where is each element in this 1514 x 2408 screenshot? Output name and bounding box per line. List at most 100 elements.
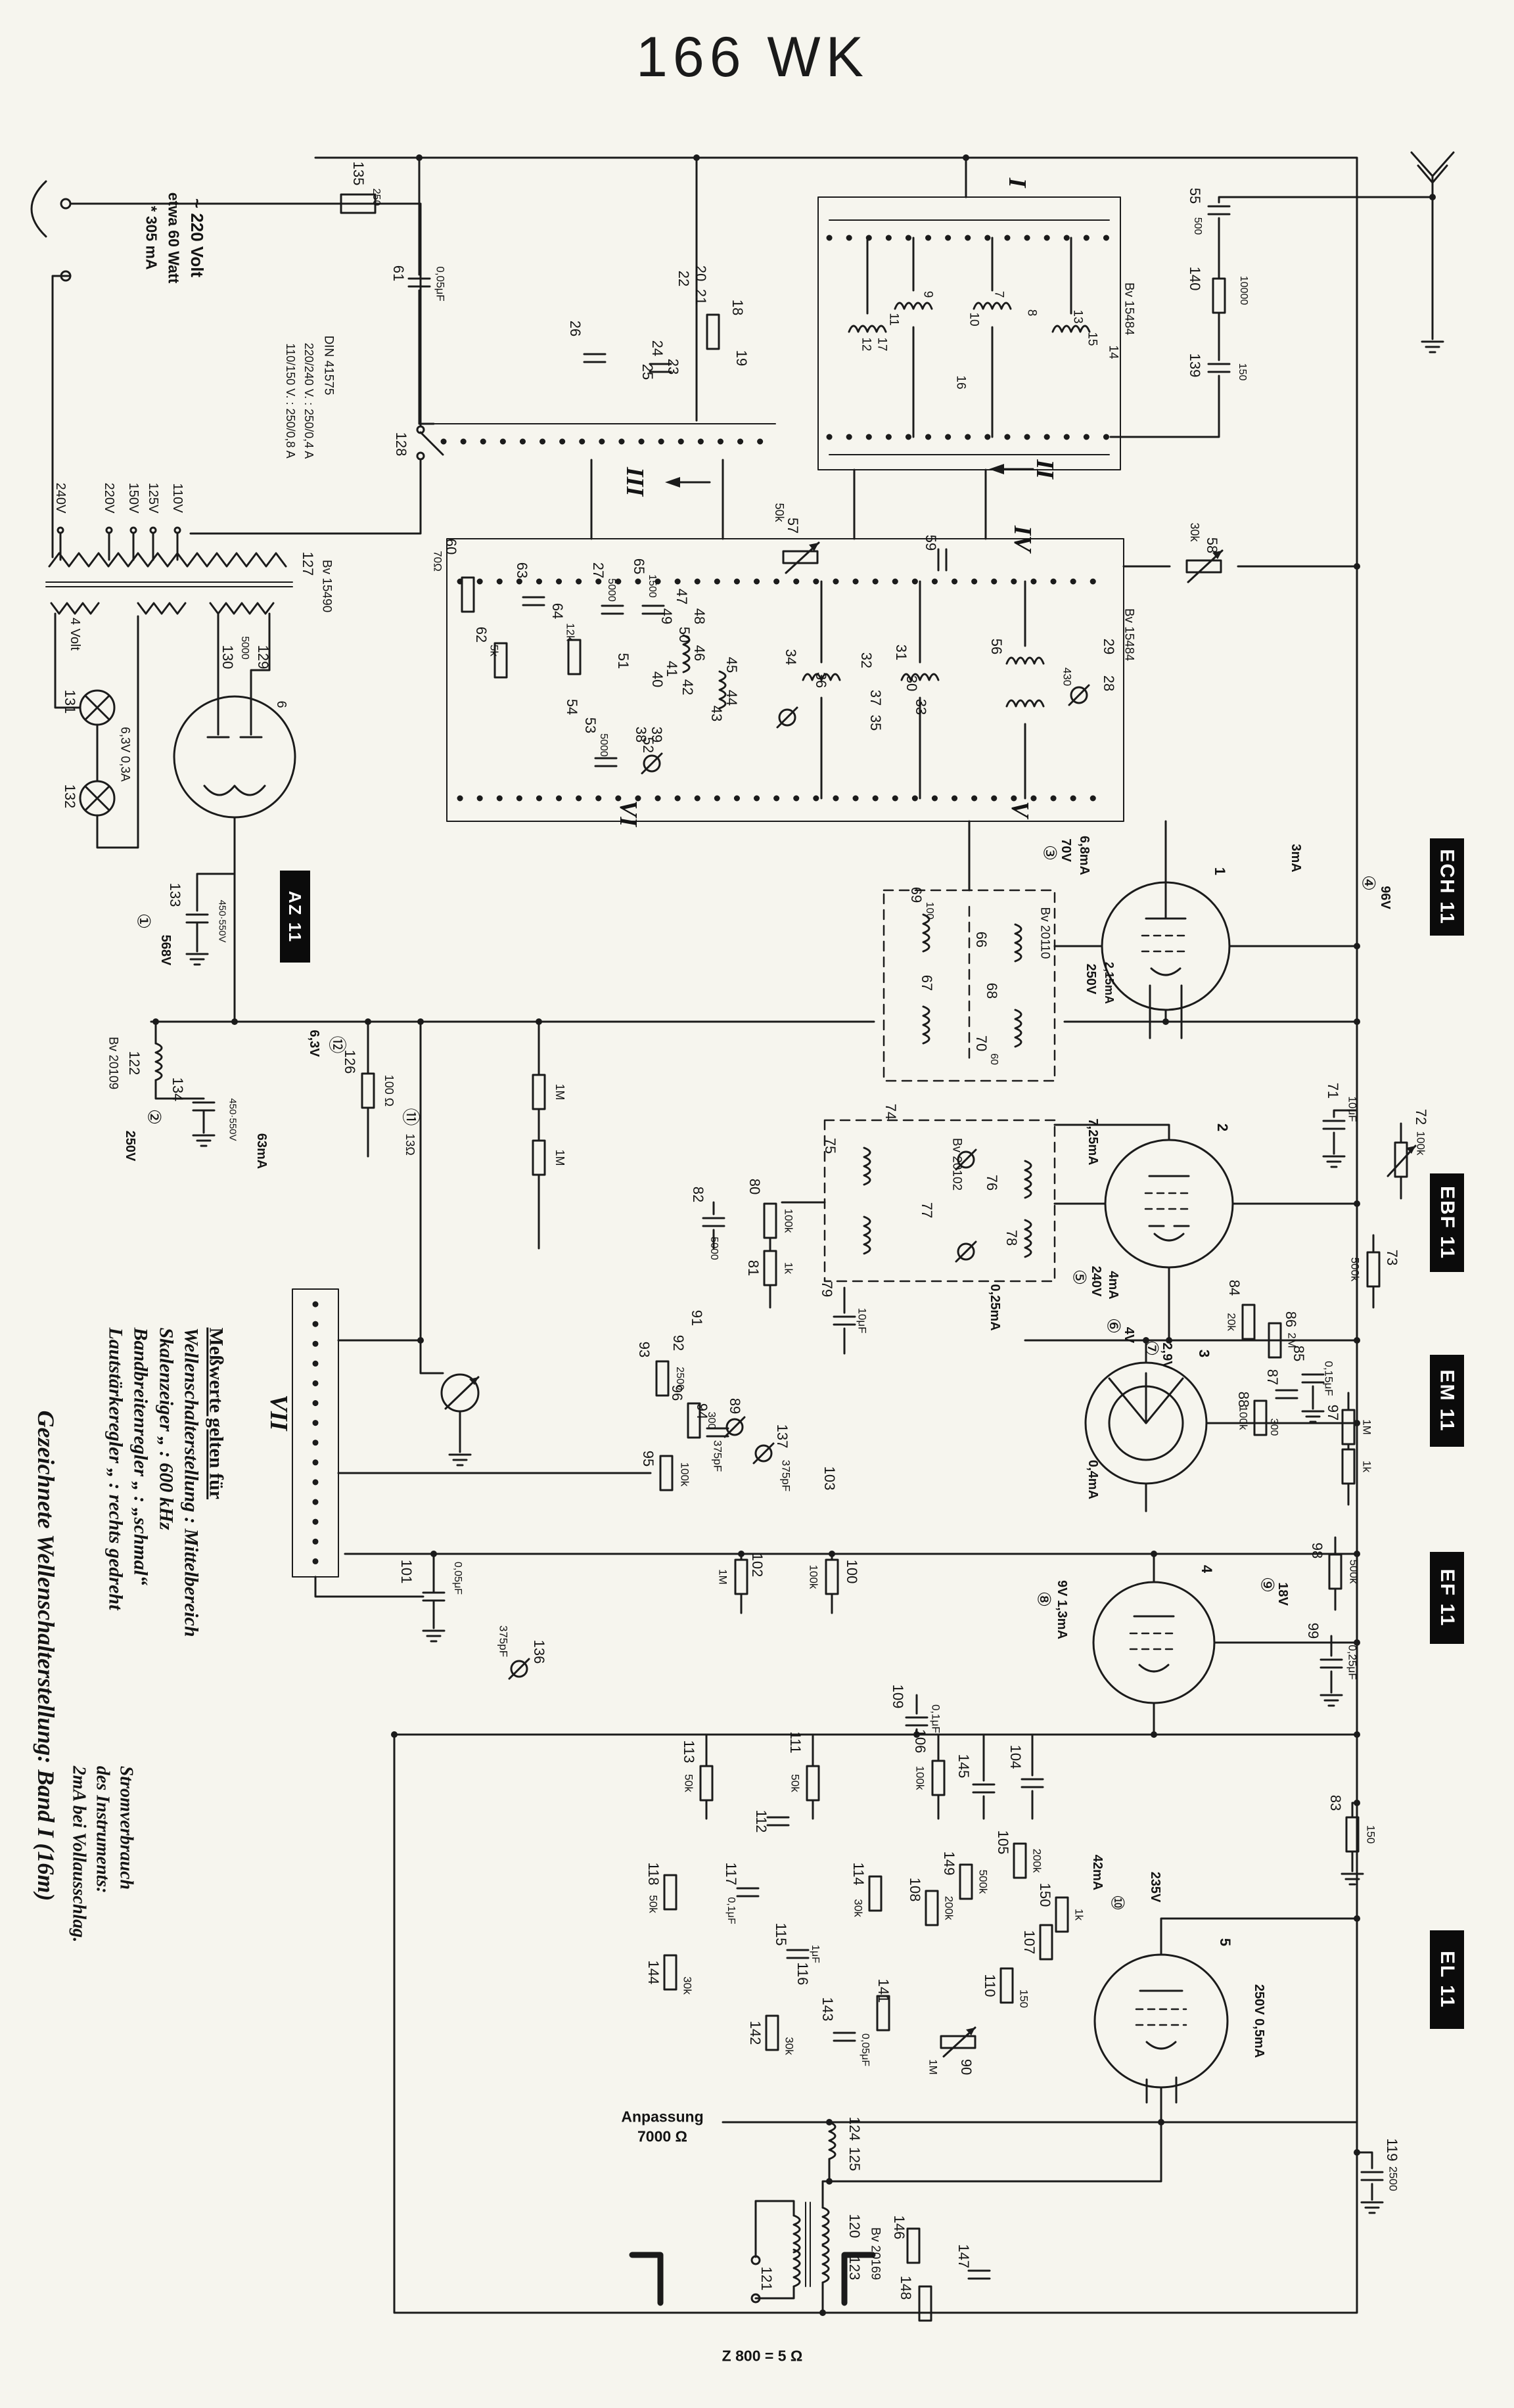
schematic-label: DIN 41575 [321,335,336,396]
schematic-label: 18V [1275,1582,1290,1606]
note-line: Gezeichnete Wellenschalterstellung: Band… [33,1410,60,1901]
schematic-label: 58 [1204,537,1220,554]
schematic-label: 143 [819,1997,836,2022]
schematic-label: 150 [1237,363,1248,381]
schematic-label: 80 [746,1178,763,1195]
schematic-label: 60 [988,1053,999,1065]
schematic-label: 74 [883,1103,899,1120]
schematic-label: 67 [919,974,935,991]
schematic-label: 110/150 V. : 250/0,8 A [284,343,297,459]
schematic-label: 105 [995,1830,1011,1855]
schematic-label: Anpassung [621,2108,704,2125]
schematic-label: 0,05μF [452,1561,463,1595]
schematic-label: 89 [727,1397,743,1415]
schematic-label: 375pF [711,1440,724,1472]
schematic-label: 30k [681,1976,694,1995]
schematic-label: ④ [1358,875,1379,892]
schematic-label: 128 [393,432,409,457]
tube-tag-ef11: EF 11 [1430,1552,1464,1644]
schematic-label: 95 [640,1450,656,1467]
schematic-label: 145 [955,1754,972,1779]
schematic-label: 0,15μF [1322,1361,1335,1396]
schematic-label: 56 [988,638,1005,655]
schematic-label: 26 [567,320,584,337]
schematic-label: 149 [941,1851,957,1876]
schematic-label: 1k [1072,1909,1086,1920]
schematic-label: 78 [1003,1229,1020,1246]
schematic-label: 16 [953,375,968,390]
schematic-label: 3 [1196,1349,1212,1358]
schematic-label: 113 [681,1740,697,1763]
schematic-label: 250 [371,188,382,206]
tube-tag-el11: EL 11 [1430,1930,1464,2029]
schematic-label: ⑤ [1069,1269,1090,1286]
schematic-label: VI [614,800,642,827]
schematic-label: 500k [976,1869,990,1894]
schematic-label: 79 [819,1281,835,1298]
schematic-label: 27 [590,562,607,579]
schematic-label: 60 [443,538,459,555]
schematic-label: ⑩ [1107,1894,1128,1911]
schematic-label: 48 [691,608,708,625]
schematic-label: 31 [893,644,909,661]
tube-tag-ebf11: EBF 11 [1430,1173,1464,1272]
schematic-label: 101 [398,1559,415,1584]
schematic-label: 500k [1348,1257,1362,1282]
note-line: 2mA bei Vollausschlag. [69,1765,90,1943]
schematic-label: 125 [846,2147,863,2171]
schematic-label: 5000 [239,636,250,660]
schematic-label: 10μF [1346,1096,1359,1122]
schematic-label: 100k [807,1564,820,1589]
schematic-label: 20 [693,265,709,282]
schematic-label: 30k [783,2037,796,2055]
tube-tag-az11: AZ 11 [280,871,310,963]
schematic-label: 200k [942,1896,955,1920]
schematic-label: 0,25mA [988,1284,1002,1331]
schematic-label: 430 [1061,667,1074,687]
schematic-label: 84 [1226,1279,1243,1296]
schematic-label: 49 [658,608,675,625]
schematic-label: 114 [850,1862,867,1886]
schematic-label: 220V [102,482,116,514]
schematic-label: 109 [890,1684,906,1709]
schematic-label: 6,3V 0,3A [118,727,132,782]
schematic-label: 250V [123,1130,137,1162]
schematic-label: ⑨ [1257,1576,1277,1593]
schematic-label: 88 [1235,1391,1252,1408]
schematic-label: VII [265,1394,292,1431]
schematic-label: 121 [758,2266,775,2291]
schematic-label: 131 [62,689,78,714]
schematic-label: 32 [858,652,875,669]
schematic-label: ⑧ [1034,1591,1054,1608]
schematic-label: 0,25μF [1346,1645,1359,1680]
schematic-label: ② [144,1108,164,1125]
schematic-label: 1 [1212,867,1228,876]
schematic-label: 65 [631,558,647,575]
schematic-label: Bv 15484 [1122,608,1136,662]
schematic-label: 93 [636,1341,653,1358]
schematic-label: 59 [923,534,939,551]
schematic-label: 1k [782,1262,795,1274]
schematic-label: 24 [649,340,666,357]
schematic-label: 50k [647,1895,660,1913]
schematic-label: 6,3V [307,1030,321,1057]
schematic-label: 240V [1089,1265,1103,1297]
schematic-label: 11 [886,313,901,326]
schematic-label: 6,8mA [1077,835,1091,876]
schematic-label: 51 [615,652,631,670]
schematic-label: 50k [789,1774,802,1792]
schematic-label: 1M [1360,1419,1373,1435]
schematic-label: 91 [689,1309,705,1327]
schematic-label: 30k [1188,522,1201,542]
schematic-label: 100k [1237,1405,1250,1430]
tube-tag-el11-label: EL 11 [1436,1951,1458,2009]
schematic-label: 148 [898,2275,914,2300]
schematic-label: 45 [723,656,740,673]
schematic-label: 54 [564,698,580,716]
schematic-label: 220/240 V. : 250/0,4 A [302,342,315,459]
schematic-label: 55 [1187,187,1203,204]
schematic-label: 200k [1030,1848,1044,1873]
schematic-label: 1μF [810,1945,821,1963]
schematic-label: 120 [846,2214,863,2238]
